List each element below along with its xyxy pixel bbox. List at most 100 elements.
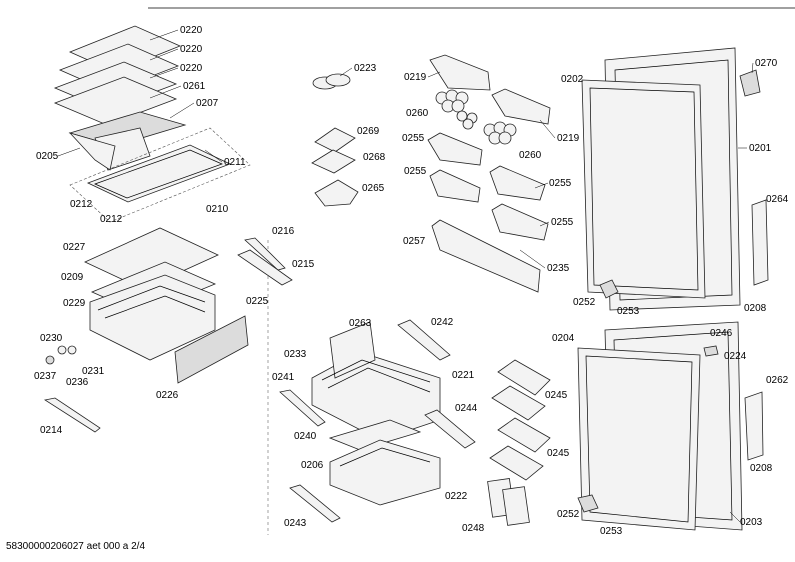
rail-0244 <box>424 409 476 449</box>
label-0248: 0248 <box>462 523 485 534</box>
egg-trays <box>435 89 517 145</box>
label-0219-b: 0219 <box>557 133 580 144</box>
label-0243: 0243 <box>284 518 307 529</box>
label-0221: 0221 <box>452 370 475 381</box>
rail-0243 <box>289 484 341 523</box>
label-0252-b: 0252 <box>557 509 580 520</box>
crisper-drawer <box>89 274 216 361</box>
label-0203: 0203 <box>740 517 763 528</box>
door-upper <box>581 47 741 311</box>
label-0255-b: 0255 <box>404 166 427 177</box>
dashed-shelf-outline <box>69 127 251 223</box>
label-0219-a: 0219 <box>404 72 427 83</box>
shelf-frame <box>68 111 187 171</box>
label-0227: 0227 <box>63 242 86 253</box>
partition-0240 <box>328 419 422 451</box>
label-0220-c: 0220 <box>180 63 203 74</box>
drawer-front <box>174 315 249 384</box>
handle-0264 <box>751 199 769 286</box>
door-lower <box>577 321 743 531</box>
label-0224: 0224 <box>724 351 747 362</box>
door-bins-upper <box>427 54 551 293</box>
label-0231: 0231 <box>82 366 105 377</box>
egg-holder-0223 <box>312 73 351 90</box>
label-0206: 0206 <box>301 460 324 471</box>
label-0253-a: 0253 <box>617 306 640 317</box>
label-0208-a: 0208 <box>744 303 767 314</box>
tray-0268 <box>311 149 356 174</box>
label-0230: 0230 <box>40 333 63 344</box>
label-0269: 0269 <box>357 126 380 137</box>
label-0255-a: 0255 <box>402 133 425 144</box>
hinge-0252-bottom <box>577 494 599 513</box>
freezer-drawer-lower <box>329 439 441 506</box>
label-0223: 0223 <box>354 63 377 74</box>
label-0252-a: 0252 <box>573 297 596 308</box>
part-0270 <box>739 69 761 97</box>
label-0263: 0263 <box>349 318 372 329</box>
label-0233: 0233 <box>284 349 307 360</box>
label-0210: 0210 <box>206 204 229 215</box>
label-0260-a: 0260 <box>406 108 429 119</box>
label-0270: 0270 <box>755 58 778 69</box>
label-0216: 0216 <box>272 226 295 237</box>
label-0245-b: 0245 <box>547 448 570 459</box>
label-0201: 0201 <box>749 143 772 154</box>
ice-trays <box>489 359 551 481</box>
tray-0269 <box>314 127 356 153</box>
label-0246: 0246 <box>710 328 733 339</box>
label-0208-b: 0208 <box>750 463 773 474</box>
label-0207: 0207 <box>196 98 219 109</box>
label-0244: 0244 <box>455 403 478 414</box>
label-0264: 0264 <box>766 194 789 205</box>
label-0235: 0235 <box>547 263 570 274</box>
label-0255-c: 0255 <box>549 178 572 189</box>
part-labels: 0220 0220 0220 0261 0207 0205 0211 0212 … <box>34 25 789 537</box>
ice-pack-0248 <box>487 478 530 526</box>
rail-0242 <box>397 319 451 361</box>
label-0237: 0237 <box>34 371 57 382</box>
label-0268: 0268 <box>363 152 386 163</box>
hinge-0252-top <box>599 279 619 299</box>
label-0225: 0225 <box>246 296 269 307</box>
label-0260-b: 0260 <box>519 150 542 161</box>
label-0255-d: 0255 <box>551 217 574 228</box>
label-0222: 0222 <box>445 491 468 502</box>
glass-shelves <box>53 25 182 126</box>
leader-lines <box>57 29 754 523</box>
label-0236: 0236 <box>66 377 89 388</box>
label-0262: 0262 <box>766 375 789 386</box>
label-0226: 0226 <box>156 390 179 401</box>
label-0261: 0261 <box>183 81 206 92</box>
small-clips <box>45 345 77 365</box>
label-0214: 0214 <box>40 425 63 436</box>
label-0242: 0242 <box>431 317 454 328</box>
label-0212-a: 0212 <box>70 199 93 210</box>
label-0205: 0205 <box>36 151 59 162</box>
label-0220-b: 0220 <box>180 44 203 55</box>
label-0253-b: 0253 <box>600 526 623 537</box>
handle-0262 <box>744 391 764 461</box>
label-0202: 0202 <box>561 74 584 85</box>
label-0241: 0241 <box>272 372 295 383</box>
lower-shelf-tray <box>86 144 232 203</box>
label-0245-a: 0245 <box>545 390 568 401</box>
label-0211: 0211 <box>224 157 246 168</box>
label-0257: 0257 <box>403 236 426 247</box>
label-0204: 0204 <box>552 333 575 344</box>
label-0240: 0240 <box>294 431 317 442</box>
label-0215: 0215 <box>292 259 315 270</box>
document-id-footer: 58300000206027 aet 000 a 2/4 <box>6 541 146 552</box>
label-0229: 0229 <box>63 298 86 309</box>
label-0212-b: 0212 <box>100 214 123 225</box>
label-0209: 0209 <box>61 272 84 283</box>
rail-0215 <box>237 249 293 286</box>
rail-0216 <box>244 237 286 271</box>
rail-0214 <box>43 397 101 433</box>
part-0246 <box>703 345 719 357</box>
label-0220-a: 0220 <box>180 25 203 36</box>
tray-0265 <box>314 179 359 207</box>
rail-0241 <box>279 389 326 427</box>
label-0265: 0265 <box>362 183 385 194</box>
